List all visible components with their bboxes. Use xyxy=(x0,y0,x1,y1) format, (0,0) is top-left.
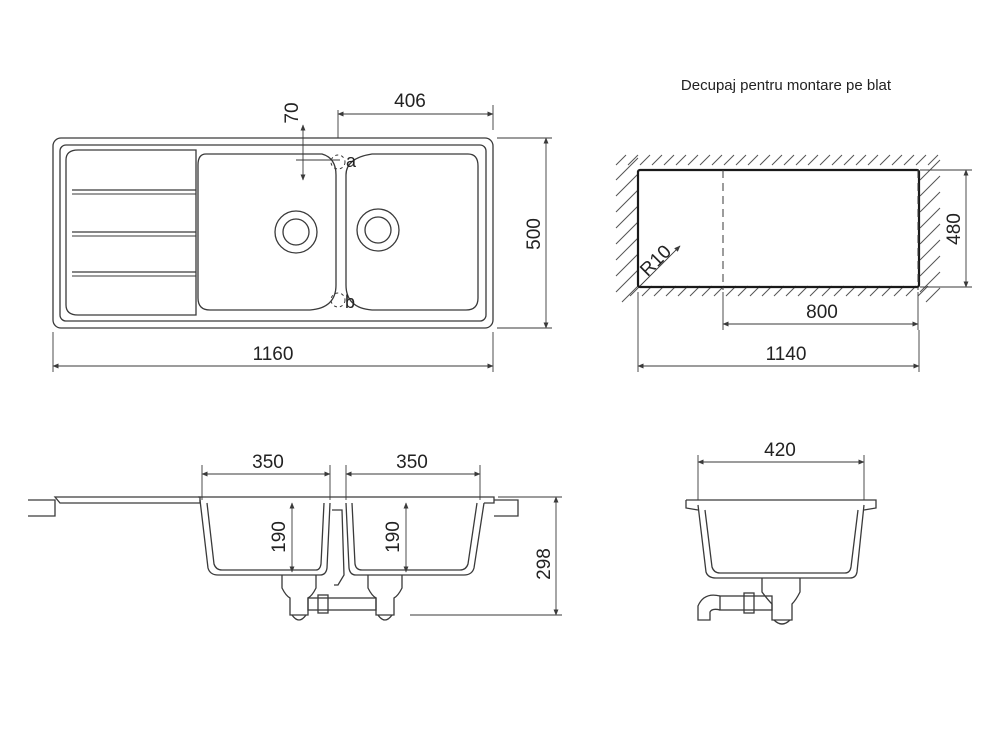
front-section-dimensions: 350 350 190 190 298 xyxy=(201,452,562,616)
sink-front-section xyxy=(28,496,519,621)
cutout-title: Decupaj pentru montare pe blat xyxy=(681,77,892,94)
dim-298: 298 xyxy=(534,548,555,580)
drainer-grooves xyxy=(72,189,196,273)
sink-outline xyxy=(52,137,494,329)
side-bowl-outer xyxy=(697,504,865,579)
side-pipe xyxy=(719,595,773,611)
tap-hole-a xyxy=(330,154,346,170)
sink-rim xyxy=(59,144,487,322)
side-section-dimensions: 420 xyxy=(697,440,865,500)
top-view-dimensions: 406 70 500 1160 xyxy=(52,91,552,372)
dim-800: 800 xyxy=(806,302,838,323)
sink-side-section xyxy=(685,499,877,625)
overflow-pipe xyxy=(332,509,345,586)
side-rim xyxy=(686,499,877,511)
bowl-right xyxy=(345,153,479,311)
cutout-drawing: R10 xyxy=(615,154,941,303)
cutout-dimensions: 480 800 1140 xyxy=(637,169,972,372)
dim-190-left: 190 xyxy=(269,521,290,553)
dim-480: 480 xyxy=(944,213,965,245)
drain-left-inner xyxy=(282,218,310,246)
cutout-outline xyxy=(636,168,921,289)
trap-left xyxy=(281,575,317,616)
side-trap xyxy=(761,578,801,621)
dim-1140: 1140 xyxy=(766,344,807,365)
connecting-pipe xyxy=(307,597,377,611)
dim-406: 406 xyxy=(394,91,426,112)
bowl-left xyxy=(197,153,337,311)
bowl-left-section xyxy=(199,499,331,576)
label-b: b xyxy=(345,292,355,312)
countertop-hatching xyxy=(615,154,941,303)
sink-top-view: a b xyxy=(52,137,494,329)
dim-190-right: 190 xyxy=(383,521,404,553)
drain-left-outer xyxy=(274,210,318,254)
dim-500: 500 xyxy=(524,218,545,250)
drainer-rim xyxy=(53,496,201,504)
trap-right xyxy=(367,575,403,616)
bowl-right-section xyxy=(345,502,485,576)
dim-1160: 1160 xyxy=(253,344,294,365)
dim-420: 420 xyxy=(764,440,796,461)
countertop-profile xyxy=(28,499,519,517)
dim-350-left: 350 xyxy=(252,452,284,473)
label-a: a xyxy=(346,151,357,171)
dim-r10: R10 xyxy=(636,241,675,280)
drainer-board xyxy=(65,149,197,316)
tap-hole-b xyxy=(330,292,346,308)
dim-70: 70 xyxy=(282,102,303,123)
dim-350-right: 350 xyxy=(396,452,428,473)
drain-right-outer xyxy=(356,208,400,252)
drain-right-inner xyxy=(364,216,392,244)
side-elbow xyxy=(697,594,721,621)
side-bowl-inner xyxy=(704,509,859,574)
